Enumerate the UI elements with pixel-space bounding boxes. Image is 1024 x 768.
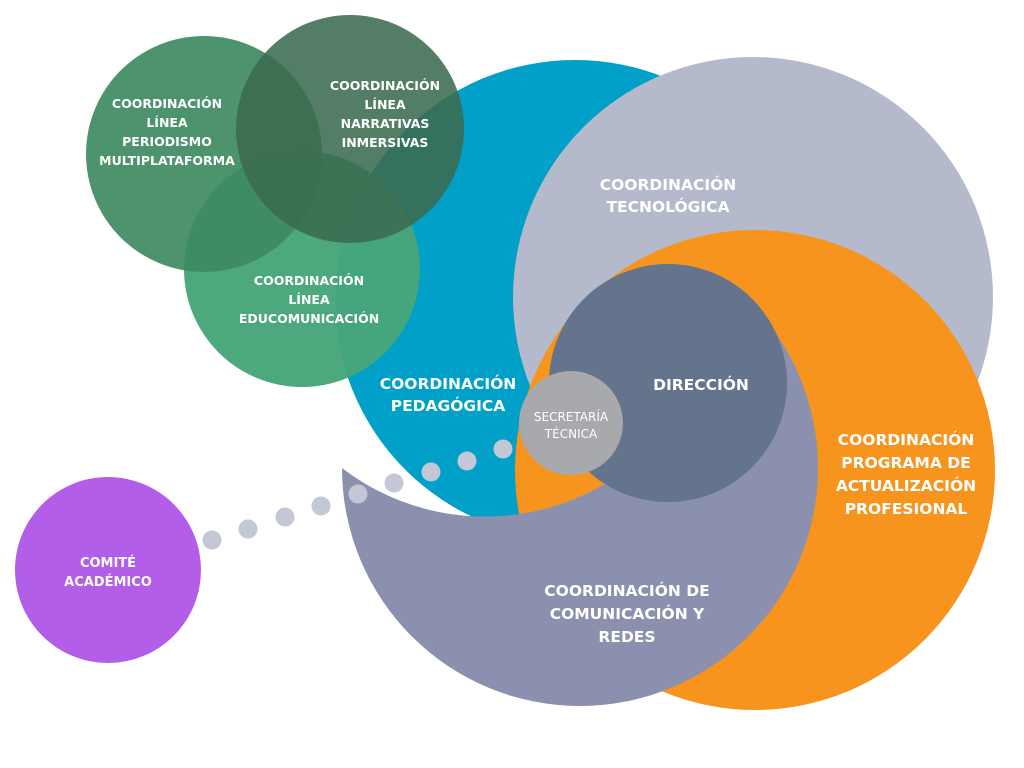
coordinacion-tecnologica-label: COORDINACIÓN TECNOLÓGICA xyxy=(600,175,737,216)
coordinacion-narrativas-circle xyxy=(236,15,464,243)
label-line: REDES xyxy=(598,628,655,646)
label-line: TECNOLÓGICA xyxy=(606,197,729,216)
label-line: LÍNEA xyxy=(364,97,406,112)
secretaria-tecnica-label: SECRETARÍA TÉCNICA xyxy=(534,409,609,441)
direccion-label: DIRECCIÓN xyxy=(653,375,749,394)
label-line: EDUCOMUNICACIÓN xyxy=(239,311,379,326)
connector-dot xyxy=(421,462,441,482)
label-line: COORDINACIÓN xyxy=(254,273,364,288)
label-line: PEDAGÓGICA xyxy=(391,396,506,415)
label-line: SECRETARÍA xyxy=(534,409,609,424)
coordinacion-educomunicacion-label: COORDINACIÓN LÍNEA EDUCOMUNICACIÓN xyxy=(239,273,379,326)
comite-academico-label: COMITÉ ACADÉMICO xyxy=(64,555,152,590)
label-line: PROGRAMA DE xyxy=(841,454,970,472)
label-line: COORDINACIÓN xyxy=(330,78,440,93)
label-line: COORDINACIÓN xyxy=(838,430,975,449)
secretaria-tecnica-circle xyxy=(519,371,623,475)
coordinacion-narrativas-label: COORDINACIÓN LÍNEA NARRATIVAS INMERSIVAS xyxy=(330,78,440,150)
coordinacion-comunicacion-label: COORDINACIÓN DE COMUNICACIÓN Y REDES xyxy=(544,581,709,646)
coordinacion-actualizacion-label: COORDINACIÓN PROGRAMA DE ACTUALIZACIÓN PROF… xyxy=(836,430,976,518)
connector-dot xyxy=(238,519,258,539)
coordinacion-pedagogica-label: COORDINACIÓN PEDAGÓGICA xyxy=(380,374,517,415)
label-line: INMERSIVAS xyxy=(342,135,429,150)
coordinacion-periodismo-label: COORDINACIÓN LÍNEA PERIODISMO MULTIPLATAFOR… xyxy=(99,96,235,168)
label-line: PERIODISMO xyxy=(122,134,212,149)
label-line: ACADÉMICO xyxy=(64,574,152,590)
connector-dot xyxy=(311,496,331,516)
connector-dot xyxy=(384,473,404,493)
label-line: NARRATIVAS xyxy=(341,116,430,131)
connector-dot xyxy=(493,439,513,459)
label-line: MULTIPLATAFORMA xyxy=(99,153,235,168)
connector-dot xyxy=(457,451,477,471)
label-line: COORDINACIÓN DE xyxy=(544,581,709,600)
label-line: COORDINACIÓN xyxy=(380,374,517,393)
label-line: TÉCNICA xyxy=(544,426,598,441)
label-line: LÍNEA xyxy=(146,115,188,130)
label-line: ACTUALIZACIÓN xyxy=(836,476,976,495)
connector-dots xyxy=(202,439,513,550)
label-line: LÍNEA xyxy=(288,292,330,307)
label-line: PROFESIONAL xyxy=(845,500,968,518)
connector-dot xyxy=(202,530,222,550)
label-line: COMITÉ xyxy=(80,555,136,571)
label-line: COMUNICACIÓN Y xyxy=(550,604,705,623)
comite-academico-circle xyxy=(15,477,201,663)
label-line: COORDINACIÓN xyxy=(600,175,737,194)
connector-dot xyxy=(348,484,368,504)
connector-dot xyxy=(275,507,295,527)
label-line: DIRECCIÓN xyxy=(653,375,749,394)
label-line: COORDINACIÓN xyxy=(112,96,222,111)
